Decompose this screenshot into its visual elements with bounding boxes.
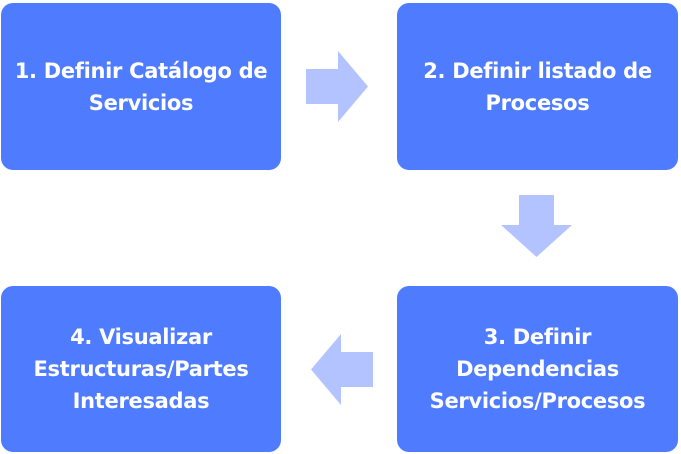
step-3-box: 3. Definir Dependencias Servicios/Proces…	[397, 286, 678, 452]
step-4-box: 4. Visualizar Estructuras/Partes Interes…	[1, 286, 281, 452]
step-2-box: 2. Definir listado de Procesos	[397, 3, 678, 170]
arrow-down-icon	[501, 195, 572, 257]
arrow-right-icon	[306, 51, 368, 122]
arrow-left-icon	[311, 334, 373, 405]
step-2-label: 2. Definir listado de Procesos	[423, 58, 652, 115]
step-1-label: 1. Definir Catálogo de Servicios	[14, 58, 268, 115]
step-4-label: 4. Visualizar Estructuras/Partes Interes…	[33, 325, 249, 413]
step-1-box: 1. Definir Catálogo de Servicios	[1, 3, 281, 170]
step-3-label: 3. Definir Dependencias Servicios/Proces…	[429, 325, 646, 413]
